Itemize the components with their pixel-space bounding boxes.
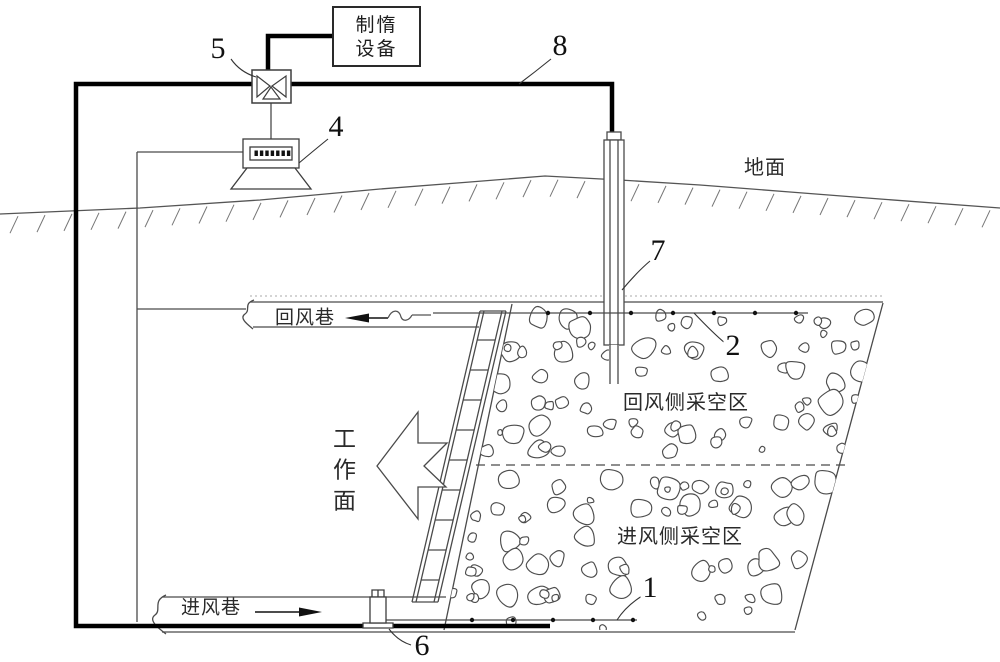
- leader-1: [616, 595, 643, 621]
- callout-5: 5: [210, 32, 226, 65]
- callout-2: 2: [723, 329, 743, 362]
- three-way-valve-icon: [251, 69, 292, 104]
- leader-6: [388, 628, 412, 646]
- callout-8: 8: [552, 29, 568, 62]
- callout-7: 7: [650, 234, 666, 267]
- leader-5: [230, 58, 257, 78]
- main-pipe-left-branch: [73, 81, 550, 629]
- return-airflow-arrow: [345, 310, 431, 323]
- leader-8: [518, 58, 552, 85]
- mine-structure: [136, 103, 884, 635]
- callout-4: 4: [328, 110, 344, 143]
- pipes-and-devices: [73, 33, 848, 629]
- leader-2: [693, 312, 726, 344]
- callout-6: 6: [414, 629, 430, 662]
- inerting-equipment-box: 制惰 设备: [332, 6, 421, 67]
- main-pipe-right-branch: [291, 81, 615, 141]
- ground-surface: [0, 175, 1000, 234]
- intake-airway-break-mark: [152, 594, 167, 635]
- return-airway-break-mark: [242, 299, 255, 330]
- intake-airway-label: 进风巷: [180, 596, 242, 619]
- callout-leaders: [230, 58, 726, 646]
- goaf-intake-side-label: 进风侧采空区: [612, 524, 748, 548]
- controller-icon: [229, 138, 313, 190]
- controller-sense-line: [136, 151, 246, 622]
- ground-label: 地面: [744, 155, 786, 179]
- inerting-equipment-label-line2: 设备: [355, 37, 398, 60]
- goaf-left-edge: [443, 303, 513, 631]
- goaf-right-edge: [794, 302, 884, 631]
- goaf-return-side-label: 回风侧采空区: [618, 390, 754, 414]
- inerting-equipment-label-line1: 制惰: [355, 13, 398, 36]
- advance-direction-arrow: [376, 410, 449, 521]
- callout-1: 1: [640, 571, 660, 604]
- leader-7: [621, 260, 651, 291]
- intake-airflow-arrow: [255, 607, 322, 617]
- working-face-supports: [411, 310, 507, 603]
- leader-4: [298, 138, 329, 164]
- return-airway-label: 回风巷: [274, 306, 336, 329]
- return-goaf-perforated-pipe: [433, 310, 808, 316]
- goaf-rubble: [447, 305, 875, 630]
- intake-goaf-perforated-pipe: [385, 617, 637, 623]
- release-device-icon: [362, 589, 394, 629]
- equipment-feed-pipe: [265, 33, 332, 70]
- surface-borehole: [603, 131, 625, 385]
- working-face-label: 工作面: [328, 426, 355, 520]
